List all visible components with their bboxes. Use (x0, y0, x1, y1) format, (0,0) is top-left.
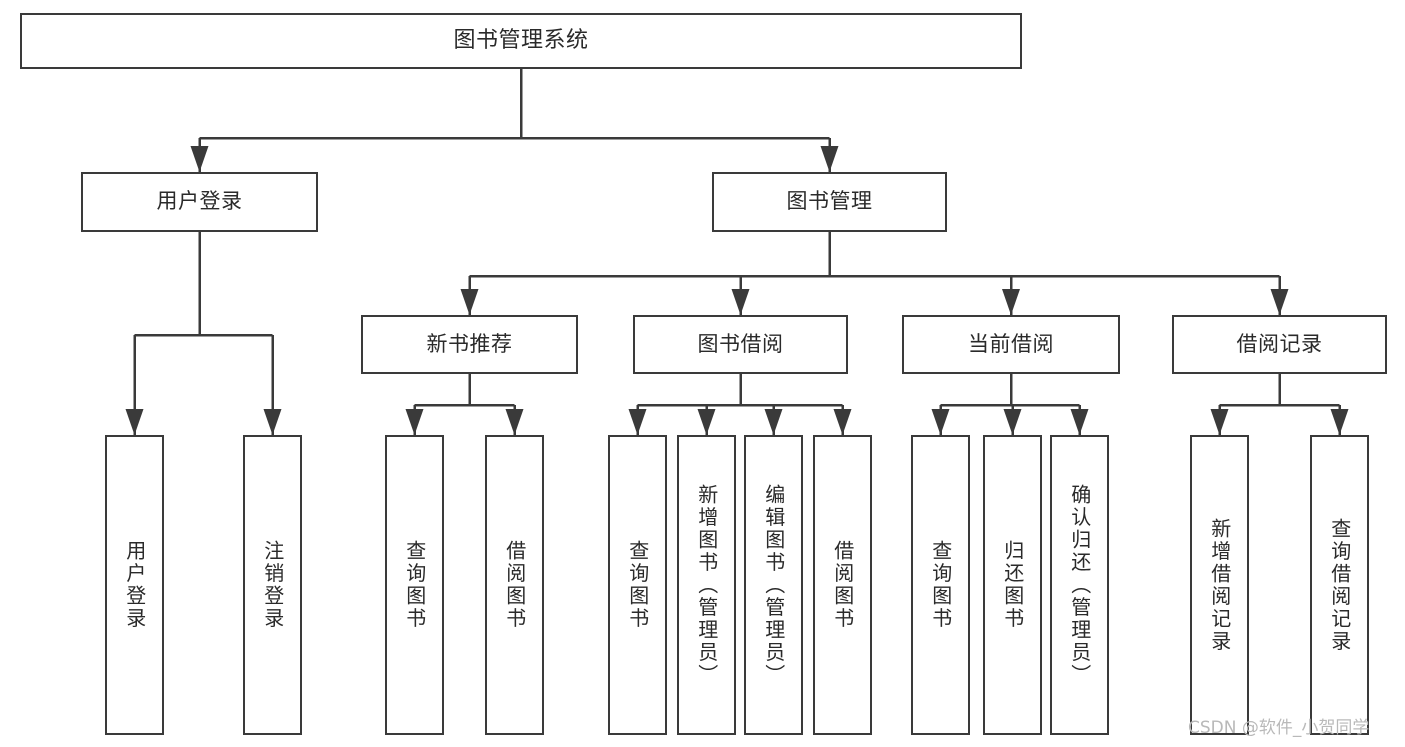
arrowhead-user_login (190, 146, 209, 172)
node-root[interactable]: 图书管理系统 (20, 13, 1022, 69)
node-label: 新书推荐 (426, 331, 513, 356)
node-leaf_return_book[interactable]: 归还图书 (983, 435, 1042, 735)
node-label: 注销登录 (260, 540, 285, 630)
node-leaf_borrow_book_2[interactable]: 借阅图书 (813, 435, 872, 735)
node-leaf_add_book[interactable]: 新增图书（管理员） (677, 435, 736, 735)
arrowhead-leaf_borrow_book_1 (505, 409, 524, 435)
node-label: 新增图书（管理员） (694, 483, 719, 687)
node-label: 查询图书 (625, 540, 650, 630)
node-leaf_edit_book[interactable]: 编辑图书（管理员） (744, 435, 803, 735)
node-borrow_record[interactable]: 借阅记录 (1172, 315, 1387, 374)
arrowhead-leaf_confirm_return (1070, 409, 1089, 435)
node-label: 查询图书 (402, 540, 427, 630)
arrowhead-leaf_edit_book (764, 409, 783, 435)
arrowhead-leaf_borrow_book_2 (833, 409, 852, 435)
node-current_borrow[interactable]: 当前借阅 (902, 315, 1120, 374)
node-label: 查询借阅记录 (1327, 517, 1352, 653)
node-label: 图书借阅 (697, 331, 784, 356)
node-label: 新增借阅记录 (1207, 517, 1232, 653)
node-label: 借阅图书 (502, 540, 527, 630)
arrowhead-book_manage (820, 146, 839, 172)
node-label: 查询图书 (928, 540, 953, 630)
node-label: 用户登录 (156, 189, 243, 214)
node-user_login[interactable]: 用户登录 (81, 172, 318, 232)
node-label: 图书管理系统 (453, 27, 589, 53)
arrowhead-leaf_return_book (1003, 409, 1022, 435)
node-leaf_query_book_3[interactable]: 查询图书 (911, 435, 970, 735)
node-leaf_user_login[interactable]: 用户登录 (105, 435, 164, 735)
node-new_book_rec[interactable]: 新书推荐 (361, 315, 578, 374)
arrowhead-leaf_user_login (125, 409, 144, 435)
node-book_borrow[interactable]: 图书借阅 (633, 315, 848, 374)
node-leaf_query_book_2[interactable]: 查询图书 (608, 435, 667, 735)
arrowhead-book_borrow (731, 289, 750, 315)
node-leaf_confirm_return[interactable]: 确认归还（管理员） (1050, 435, 1109, 735)
arrowhead-current_borrow (1002, 289, 1020, 315)
arrowhead-borrow_record (1270, 289, 1289, 315)
arrowhead-leaf_query_record (1330, 409, 1349, 435)
node-leaf_borrow_book_1[interactable]: 借阅图书 (485, 435, 544, 735)
arrowhead-leaf_logout (263, 409, 282, 435)
node-label: 确认归还（管理员） (1067, 483, 1092, 687)
arrowhead-new_book_rec (460, 289, 479, 315)
node-label: 借阅记录 (1236, 331, 1323, 356)
node-label: 归还图书 (1000, 540, 1025, 630)
node-leaf_query_book_1[interactable]: 查询图书 (385, 435, 444, 735)
node-label: 借阅图书 (830, 540, 855, 630)
arrowhead-leaf_add_book (697, 409, 716, 435)
node-leaf_add_record[interactable]: 新增借阅记录 (1190, 435, 1249, 735)
arrowhead-leaf_query_book_1 (405, 409, 424, 435)
node-label: 用户登录 (122, 540, 147, 630)
node-label: 图书管理 (786, 189, 873, 214)
node-label: 当前借阅 (968, 331, 1054, 356)
arrowhead-leaf_query_book_2 (628, 409, 647, 435)
node-leaf_logout[interactable]: 注销登录 (243, 435, 302, 735)
arrowhead-leaf_add_record (1210, 409, 1229, 435)
node-leaf_query_record[interactable]: 查询借阅记录 (1310, 435, 1369, 735)
node-label: 编辑图书（管理员） (761, 483, 786, 687)
arrowhead-leaf_query_book_3 (931, 409, 950, 435)
node-book_manage[interactable]: 图书管理 (712, 172, 947, 232)
